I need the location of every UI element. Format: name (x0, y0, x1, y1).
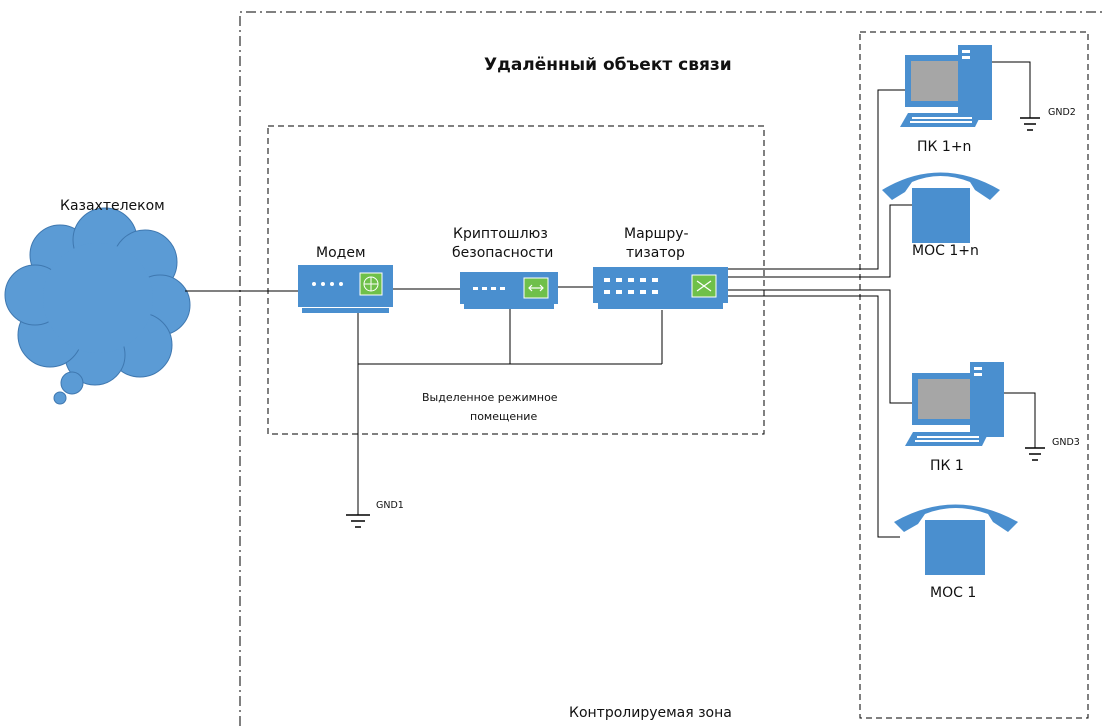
phone-icon-1 (894, 504, 1018, 575)
zone-title: Удалённый объект связи (484, 55, 732, 75)
controlled-zone-label: Контролируемая зона (569, 705, 732, 721)
router-label-line1: Маршру- (624, 226, 689, 242)
pc-n-label: ПК 1+n (917, 139, 972, 155)
secure-room-label-line2: помещение (470, 410, 538, 423)
remote-object-zone (859, 31, 1089, 719)
secure-room-zone (267, 125, 765, 435)
computer-icon-pc-n (900, 45, 992, 127)
phone-1-label: МОС 1 (930, 585, 977, 601)
computer-icon-pc-1 (905, 362, 1004, 446)
connection-lines (185, 61, 1036, 538)
gnd1-label: GND1 (376, 500, 404, 511)
modem-icon (298, 265, 393, 313)
crypto-gateway-label-line1: Криптошлюз (453, 226, 548, 242)
router-label-line2: тизатор (626, 245, 685, 261)
pc-1-label: ПК 1 (930, 458, 964, 474)
crypto-gateway-icon (460, 272, 558, 309)
cloud-icon (4, 207, 191, 405)
cloud-label: Казахтелеком (60, 198, 165, 214)
router-icon (593, 267, 728, 309)
phone-n-label: МОС 1+n (912, 243, 979, 259)
gnd3-label: GND3 (1052, 437, 1080, 448)
gnd2-label: GND2 (1048, 107, 1076, 118)
modem-label: Модем (316, 245, 366, 261)
controlled-zone-border (239, 11, 1103, 726)
ground-icon-gnd1 (346, 485, 370, 528)
phone-icon-n (882, 172, 1000, 243)
ground-icon-gnd3 (1025, 447, 1045, 461)
crypto-gateway-label-line2: безопасности (452, 245, 554, 261)
secure-room-label-line1: Выделенное режимное (422, 391, 558, 404)
ground-icon-gnd2 (1020, 117, 1040, 131)
